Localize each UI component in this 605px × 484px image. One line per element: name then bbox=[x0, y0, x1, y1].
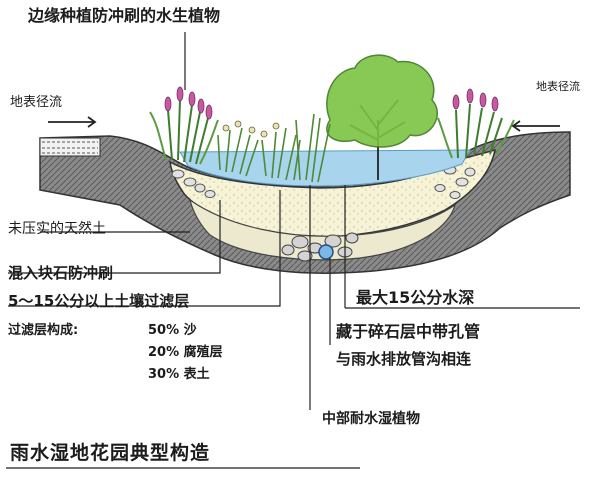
reed-flowers-right bbox=[452, 88, 499, 112]
runoff-arrow-right bbox=[511, 120, 560, 132]
label-soil: 未压实的天然土 bbox=[8, 221, 106, 237]
label-riprap: 混入块石防冲刷 bbox=[8, 264, 114, 282]
riprap-stones bbox=[171, 165, 476, 199]
label-humus: 20% 腐殖层 bbox=[148, 345, 223, 360]
label-runoff-right: 地表径流 bbox=[536, 80, 580, 93]
diagram-title: 雨水湿地花园典型构造 bbox=[10, 442, 211, 464]
label-center-plants: 中部耐水湿植物 bbox=[322, 411, 420, 427]
perforated-pipe bbox=[318, 244, 334, 260]
label-pipe-line1: 藏于碎石层中带孔管 bbox=[336, 322, 481, 341]
middle-plants bbox=[217, 113, 331, 183]
gravel-layer bbox=[189, 198, 456, 261]
middle-flowers bbox=[222, 120, 280, 138]
reeds-right bbox=[437, 103, 515, 159]
label-pipe-line2: 与雨水排放管沟相连 bbox=[336, 350, 472, 368]
leader-lines bbox=[6, 32, 580, 469]
label-sand: 50% 沙 bbox=[148, 323, 197, 338]
label-filter-layer: 5～15公分以上土壤过滤层 bbox=[8, 292, 190, 310]
label-filter-composition: 过滤层构成: bbox=[8, 323, 79, 338]
tree bbox=[326, 54, 438, 180]
label-edge-plants: 边缘种植防冲刷的水生植物 bbox=[28, 6, 221, 25]
label-topsoil: 30% 表土 bbox=[148, 367, 210, 382]
reed-flowers-left bbox=[164, 86, 213, 120]
label-runoff-left: 地表径流 bbox=[10, 95, 63, 110]
reeds-left bbox=[149, 99, 219, 165]
label-max-depth: 最大15公分水深 bbox=[356, 288, 475, 307]
runoff-arrow-left bbox=[48, 116, 97, 128]
